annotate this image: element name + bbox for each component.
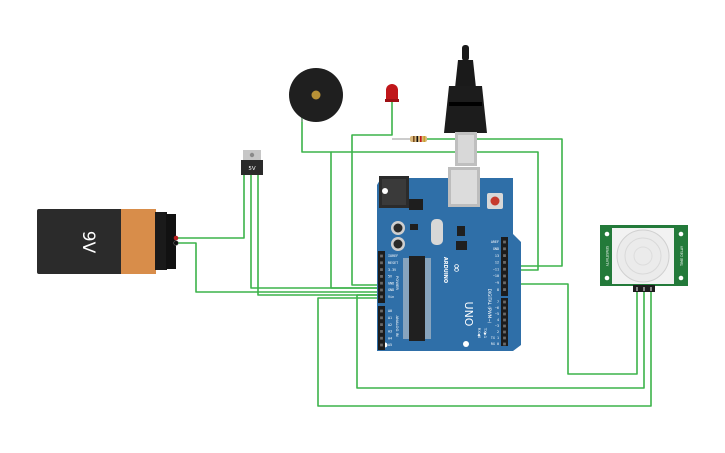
pir-right-label: TIME DELAY <box>680 245 684 267</box>
digital-label: DIGITAL (PWM~) <box>487 289 492 324</box>
battery-label: 9V <box>78 231 98 254</box>
header-pin[interactable] <box>503 288 506 291</box>
digital-header-bottom <box>501 298 508 346</box>
arduino-uno[interactable]: ∞ ARDUINO UNO DIGITAL (PWM~) POWER ANALO… <box>377 167 521 351</box>
pin-label: IOREF <box>388 254 398 258</box>
atmega-chip <box>409 256 425 341</box>
arduino-model: UNO <box>462 302 475 327</box>
voltage-regulator[interactable]: 5V <box>241 150 263 175</box>
wire-led-resistor[interactable] <box>351 102 393 286</box>
header-pin[interactable] <box>380 330 383 333</box>
pin-label: ~9 <box>495 281 499 285</box>
analog-label: ANALOG IN <box>395 315 400 336</box>
arduino-logo: ∞ <box>450 263 464 273</box>
header-pin[interactable] <box>503 318 506 322</box>
header-pin[interactable] <box>503 336 506 340</box>
pin-label: 2 <box>497 330 499 334</box>
header-pin[interactable] <box>503 261 506 264</box>
pin-label: 3.3V <box>388 268 396 272</box>
regulator-label: 5V <box>248 166 255 172</box>
pin-label: A3 <box>388 330 392 334</box>
wire-regulator-out-2[interactable] <box>257 175 382 296</box>
pin-label: AREF <box>491 240 499 244</box>
header-pin[interactable] <box>503 240 506 244</box>
pin-label: 8 <box>497 288 499 292</box>
power-label: POWER <box>395 276 400 290</box>
header-pin[interactable] <box>380 275 383 278</box>
header-pin[interactable] <box>503 254 506 257</box>
battery-wrap <box>121 209 156 274</box>
wire-resistor-to-pin[interactable] <box>427 138 563 267</box>
pin-label: ~10 <box>493 274 499 278</box>
pir-sensor[interactable]: SENSITIVITY TIME DELAY <box>600 225 688 292</box>
battery-body <box>37 209 127 274</box>
pin-label: 13 <box>495 254 499 258</box>
pin-label: GND <box>493 247 499 251</box>
header-pin[interactable] <box>380 295 383 299</box>
digital-header-top <box>501 237 508 296</box>
pin-label: A4 <box>388 336 392 340</box>
header-pin[interactable] <box>380 316 383 320</box>
wire-battery-to-regulator[interactable] <box>176 170 245 239</box>
resistor[interactable] <box>392 136 427 142</box>
usb-plug-icon[interactable] <box>444 45 487 166</box>
header-pin[interactable] <box>380 323 383 326</box>
pin-label: ~3 <box>495 324 499 328</box>
pin-label: GND <box>388 288 394 292</box>
header-pin[interactable] <box>503 247 506 251</box>
rx-label: RX◀0 <box>477 328 482 339</box>
header-pin[interactable] <box>503 281 506 285</box>
pin-label: TX 1 <box>491 336 499 340</box>
wire-pir-signal[interactable] <box>500 283 638 375</box>
led[interactable] <box>385 84 399 102</box>
buzzer[interactable] <box>289 68 343 122</box>
pin-label: A5 <box>388 343 392 347</box>
pin-label: 5V <box>388 275 392 279</box>
pin-label: Vin <box>388 295 394 299</box>
wire-battery-gnd-to-arduino[interactable] <box>176 242 382 293</box>
header-pin[interactable] <box>380 309 383 313</box>
header-pin[interactable] <box>380 254 383 258</box>
pin-label: A2 <box>388 323 392 327</box>
pin-label: 7 <box>497 300 499 304</box>
pin-label: ~5 <box>495 312 499 316</box>
pin-label: A0 <box>388 309 392 313</box>
wire-pir-vcc[interactable] <box>356 292 645 389</box>
pin-label: GND <box>388 281 394 285</box>
header-pin[interactable] <box>380 281 383 285</box>
pin-label: ~6 <box>495 306 499 310</box>
led-icon <box>386 84 398 100</box>
wire-regulator-out-1[interactable] <box>250 175 382 289</box>
battery-9v[interactable]: 9V <box>37 209 179 274</box>
header-pin[interactable] <box>503 300 506 304</box>
header-pin[interactable] <box>503 330 506 334</box>
header-pin[interactable] <box>503 324 506 328</box>
header-pin[interactable] <box>503 267 506 271</box>
pin-label: 12 <box>495 261 499 265</box>
pin-label: RESET <box>388 261 398 265</box>
pin-label: A1 <box>388 316 392 320</box>
wire-buzzer-to-arduino[interactable] <box>301 116 382 289</box>
wires <box>176 102 652 407</box>
pin-label: RX 0 <box>491 342 499 346</box>
header-pin[interactable] <box>503 274 506 278</box>
analog-header <box>378 306 385 350</box>
pir-left-label: SENSITIVITY <box>605 246 609 267</box>
pin-label: ~11 <box>493 267 499 271</box>
header-pin[interactable] <box>380 336 383 340</box>
header-pin[interactable] <box>380 288 383 292</box>
pin-label: 4 <box>497 318 499 322</box>
header-pin[interactable] <box>380 261 383 265</box>
header-pin[interactable] <box>503 342 506 346</box>
wire-pir-gnd[interactable] <box>317 292 652 407</box>
header-pin[interactable] <box>503 312 506 316</box>
header-pin[interactable] <box>503 306 506 310</box>
tx-label: TX▶1 <box>483 327 488 339</box>
header-pin[interactable] <box>380 343 383 347</box>
arduino-brand: ARDUINO <box>442 257 448 283</box>
header-pin[interactable] <box>380 268 383 271</box>
